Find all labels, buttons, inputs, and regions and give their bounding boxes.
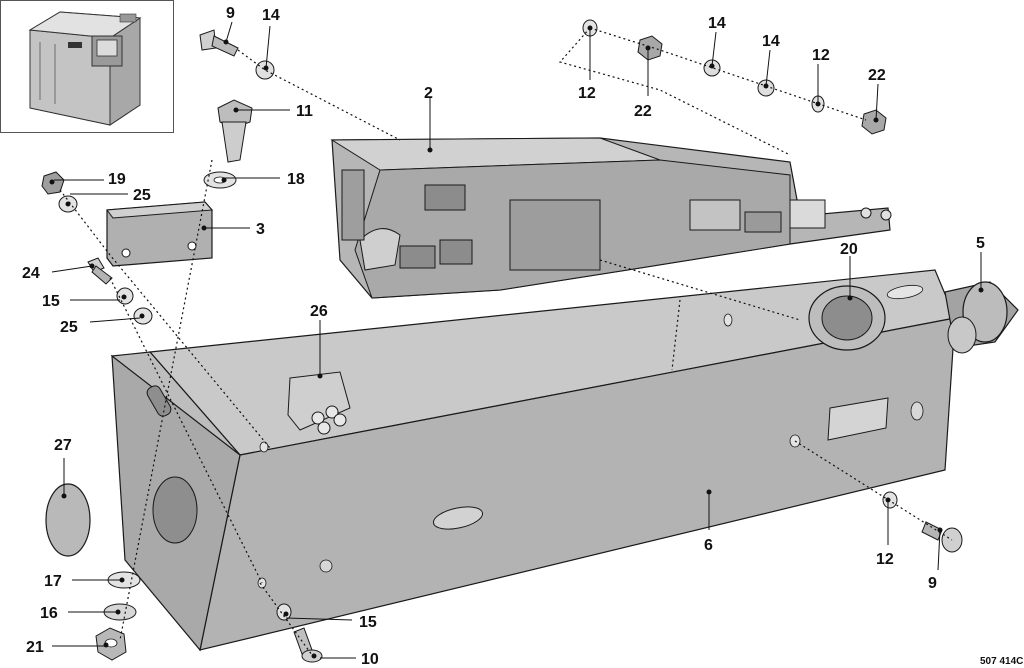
callout-16: 16 — [40, 605, 58, 622]
cable-gland-5 — [944, 281, 1019, 354]
callout-3: 3 — [256, 221, 265, 238]
end-cap-27 — [45, 483, 91, 557]
callout-6: 6 — [704, 537, 713, 554]
callout-17: 17 — [44, 573, 62, 590]
callout-21: 21 — [26, 639, 44, 656]
callout-25-b: 25 — [60, 319, 78, 336]
inset-cabinet-drawing — [28, 11, 142, 126]
callout-15-a: 15 — [42, 293, 60, 310]
gland-ring-20 — [808, 285, 886, 351]
callout-14-c: 14 — [762, 33, 780, 50]
reference-code: 507 414C — [980, 656, 1023, 667]
callout-12-c: 12 — [876, 551, 894, 568]
callout-10: 10 — [361, 651, 379, 668]
callout-27: 27 — [54, 437, 72, 454]
callout-14-b: 14 — [708, 15, 726, 32]
callout-24: 24 — [22, 265, 40, 282]
callout-19: 19 — [108, 171, 126, 188]
callout-2: 2 — [424, 85, 433, 102]
callout-26: 26 — [310, 303, 328, 320]
callout-18: 18 — [287, 171, 305, 188]
inset-overview — [0, 0, 174, 133]
callout-14-a: 14 — [262, 7, 280, 24]
callout-20: 20 — [840, 241, 858, 258]
callout-22-b: 22 — [868, 67, 886, 84]
callouts: 2 3 5 6 9 10 11 12 12 12 14 14 14 15 15 … — [22, 5, 985, 668]
callout-5: 5 — [976, 235, 985, 252]
callout-15-b: 15 — [359, 614, 377, 631]
mechanism-2 — [330, 137, 892, 299]
block-3 — [106, 201, 214, 267]
terminal-block-26 — [287, 371, 351, 435]
assembly-lines — [59, 27, 953, 656]
callout-12-b: 12 — [812, 47, 830, 64]
callout-25-a: 25 — [133, 187, 151, 204]
callout-9-top: 9 — [226, 5, 235, 22]
callout-9-bottom: 9 — [928, 575, 937, 592]
callout-11: 11 — [296, 103, 313, 120]
callout-12-a: 12 — [578, 85, 596, 102]
callout-22-a: 22 — [634, 103, 652, 120]
